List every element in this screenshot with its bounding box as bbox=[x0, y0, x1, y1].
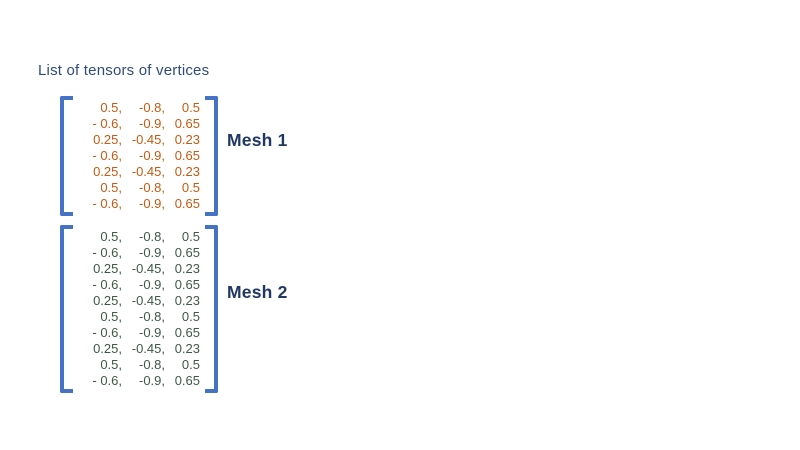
matrix-cell: 0.65 bbox=[174, 116, 200, 131]
matrix-cell: -0.45, bbox=[131, 293, 165, 308]
matrix-cell: 0.23 bbox=[174, 132, 200, 147]
matrix-cell: 0.5, bbox=[100, 100, 122, 115]
right-bracket-icon bbox=[205, 225, 218, 393]
matrix-cell: -0.45, bbox=[131, 164, 165, 179]
page-title: List of tensors of vertices bbox=[38, 62, 210, 79]
matrix-cell: 0.23 bbox=[174, 261, 200, 276]
matrix-row: 0.25, -0.45, 0.23 bbox=[78, 293, 200, 309]
matrix-cell: -0.8, bbox=[138, 180, 165, 195]
matrix-row: - 0.6, -0.9, 0.65 bbox=[78, 148, 200, 164]
matrix-cell: - 0.6, bbox=[92, 277, 122, 292]
matrix-cell: 0.5 bbox=[181, 357, 200, 372]
matrix-cell: -0.45, bbox=[131, 261, 165, 276]
matrix-cell: 0.25, bbox=[93, 261, 122, 276]
matrix-cell: -0.8, bbox=[138, 309, 165, 324]
matrix-cell: - 0.6, bbox=[92, 245, 122, 260]
right-bracket-icon bbox=[205, 96, 218, 216]
matrix-cell: 0.65 bbox=[174, 245, 200, 260]
matrix-row: - 0.6, -0.9, 0.65 bbox=[78, 325, 200, 341]
matrix-cell: 0.5 bbox=[181, 180, 200, 195]
matrix-cell: 0.5, bbox=[100, 180, 122, 195]
matrix-row: 0.5, -0.8, 0.5 bbox=[78, 180, 200, 196]
matrix-cell: -0.45, bbox=[131, 341, 165, 356]
matrix-row: 0.5, -0.8, 0.5 bbox=[78, 357, 200, 373]
matrix-row: - 0.6, -0.9, 0.65 bbox=[78, 245, 200, 261]
matrix-cell: 0.65 bbox=[174, 148, 200, 163]
matrix-row: 0.5, -0.8, 0.5 bbox=[78, 100, 200, 116]
matrix-cell: 0.5, bbox=[100, 309, 122, 324]
matrix-cell: 0.23 bbox=[174, 293, 200, 308]
matrix-cell: -0.9, bbox=[138, 373, 165, 388]
matrix-row: 0.5, -0.8, 0.5 bbox=[78, 229, 200, 245]
matrix-row: 0.25, -0.45, 0.23 bbox=[78, 261, 200, 277]
left-bracket-icon bbox=[60, 96, 73, 216]
matrix-cell: -0.9, bbox=[138, 277, 165, 292]
matrix-row: 0.25, -0.45, 0.23 bbox=[78, 164, 200, 180]
matrix-cell: - 0.6, bbox=[92, 373, 122, 388]
matrix-row: 0.25, -0.45, 0.23 bbox=[78, 341, 200, 357]
matrix-cell: 0.5, bbox=[100, 357, 122, 372]
matrix-cell: -0.9, bbox=[138, 116, 165, 131]
matrix-row: 0.25, -0.45, 0.23 bbox=[78, 132, 200, 148]
matrix-cell: 0.5 bbox=[181, 309, 200, 324]
matrix-cell: 0.65 bbox=[174, 373, 200, 388]
matrix-cell: 0.23 bbox=[174, 164, 200, 179]
matrix-cell: 0.65 bbox=[174, 277, 200, 292]
matrix-cell: 0.5, bbox=[100, 229, 122, 244]
matrix-cell: - 0.6, bbox=[92, 116, 122, 131]
left-bracket-icon bbox=[60, 225, 73, 393]
matrix-cell: - 0.6, bbox=[92, 148, 122, 163]
matrix-cell: -0.9, bbox=[138, 196, 165, 211]
matrix-cell: 0.25, bbox=[93, 132, 122, 147]
matrix-cell: 0.65 bbox=[174, 196, 200, 211]
matrix-cell: -0.45, bbox=[131, 132, 165, 147]
matrix-cell: 0.25, bbox=[93, 293, 122, 308]
matrix-row: - 0.6, -0.9, 0.65 bbox=[78, 277, 200, 293]
matrix-cell: -0.9, bbox=[138, 245, 165, 260]
matrix-cell: - 0.6, bbox=[92, 325, 122, 340]
matrix-cell: -0.8, bbox=[138, 100, 165, 115]
matrix-cell: 0.5 bbox=[181, 229, 200, 244]
mesh1-label: Mesh 1 bbox=[227, 130, 288, 150]
matrix-cell: -0.9, bbox=[138, 325, 165, 340]
matrix-row: - 0.6, -0.9, 0.65 bbox=[78, 373, 200, 389]
matrix-cell: 0.25, bbox=[93, 164, 122, 179]
matrix-cell: 0.25, bbox=[93, 341, 122, 356]
matrix-cell: -0.9, bbox=[138, 148, 165, 163]
matrix-cell: 0.23 bbox=[174, 341, 200, 356]
matrix-row: 0.5, -0.8, 0.5 bbox=[78, 309, 200, 325]
matrix-cell: -0.8, bbox=[138, 229, 165, 244]
matrix-row: - 0.6, -0.9, 0.65 bbox=[78, 196, 200, 212]
matrix-cell: -0.8, bbox=[138, 357, 165, 372]
matrix-cell: 0.65 bbox=[174, 325, 200, 340]
matrix-cell: - 0.6, bbox=[92, 196, 122, 211]
matrix-cell: 0.5 bbox=[181, 100, 200, 115]
mesh2-label: Mesh 2 bbox=[227, 282, 288, 302]
matrix-row: - 0.6, -0.9, 0.65 bbox=[78, 116, 200, 132]
